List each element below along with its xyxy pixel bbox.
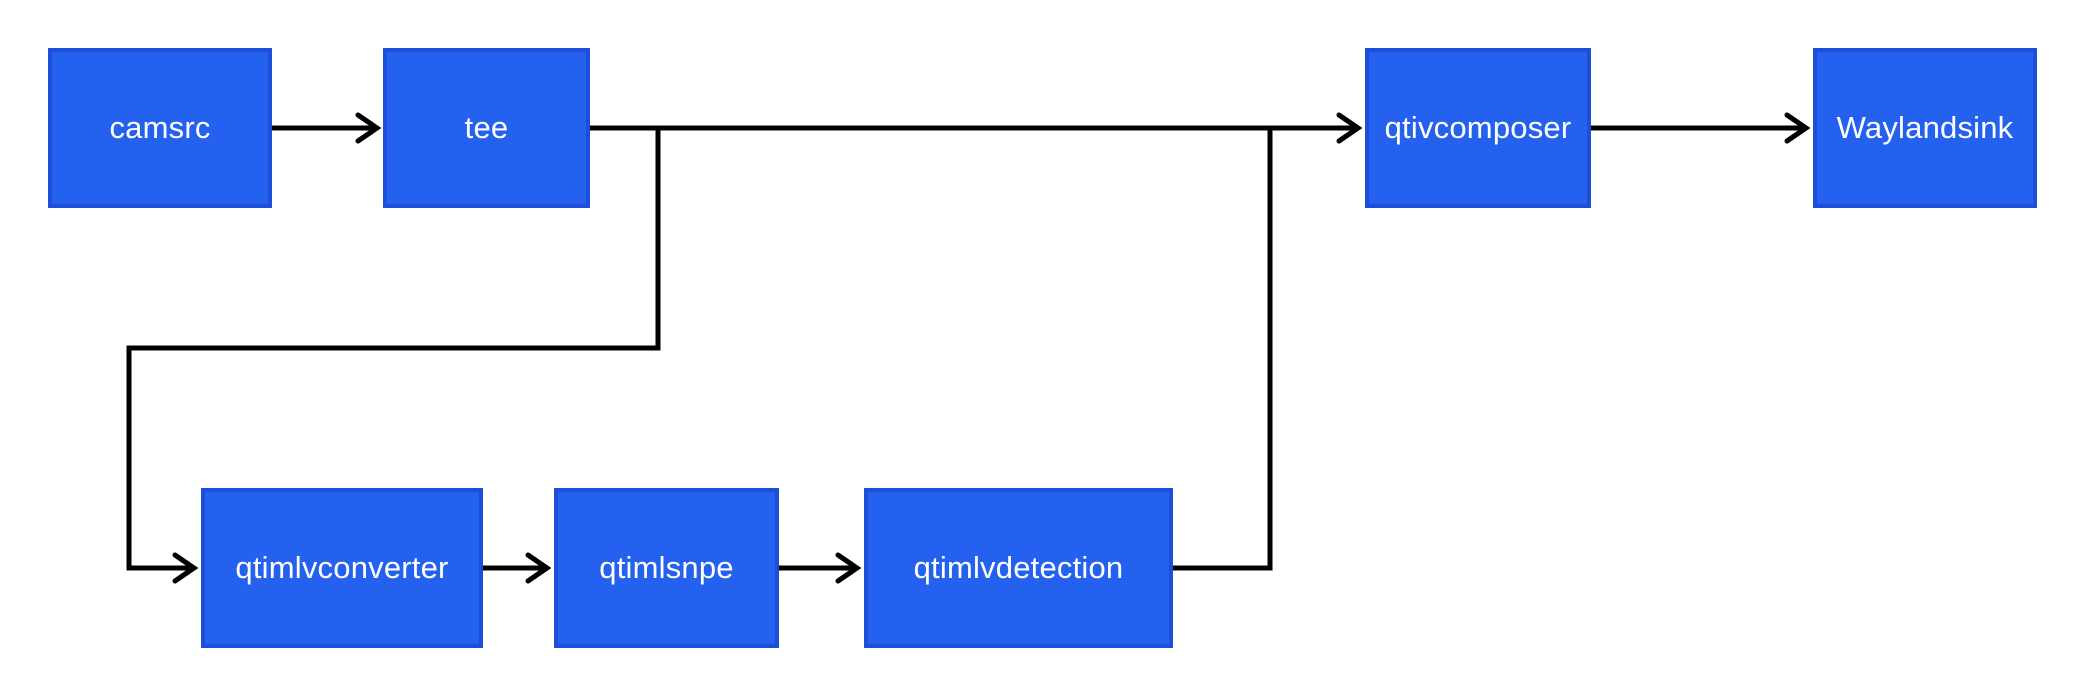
node-label: qtimlvconverter	[235, 550, 449, 585]
node-label: tee	[464, 110, 509, 145]
edge-tee-qtimlvconverter	[126, 128, 661, 584]
node-qtimlsnpe: qtimlsnpe	[554, 488, 779, 648]
node-qtimlvdetection: qtimlvdetection	[864, 488, 1173, 648]
node-label: camsrc	[109, 110, 211, 145]
node-label: Waylandsink	[1836, 110, 2014, 145]
edge-qtimlvdetection-qtivcomposer	[1173, 128, 1273, 571]
node-qtimlvconverter: qtimlvconverter	[201, 488, 483, 648]
node-qtivcomposer: qtivcomposer	[1365, 48, 1591, 208]
node-label: qtimlvdetection	[913, 550, 1124, 585]
node-tee: tee	[383, 48, 590, 208]
node-camsrc: camsrc	[48, 48, 272, 208]
node-label: qtimlsnpe	[599, 550, 734, 585]
node-label: qtivcomposer	[1384, 110, 1572, 145]
node-waylandsink: Waylandsink	[1813, 48, 2037, 208]
